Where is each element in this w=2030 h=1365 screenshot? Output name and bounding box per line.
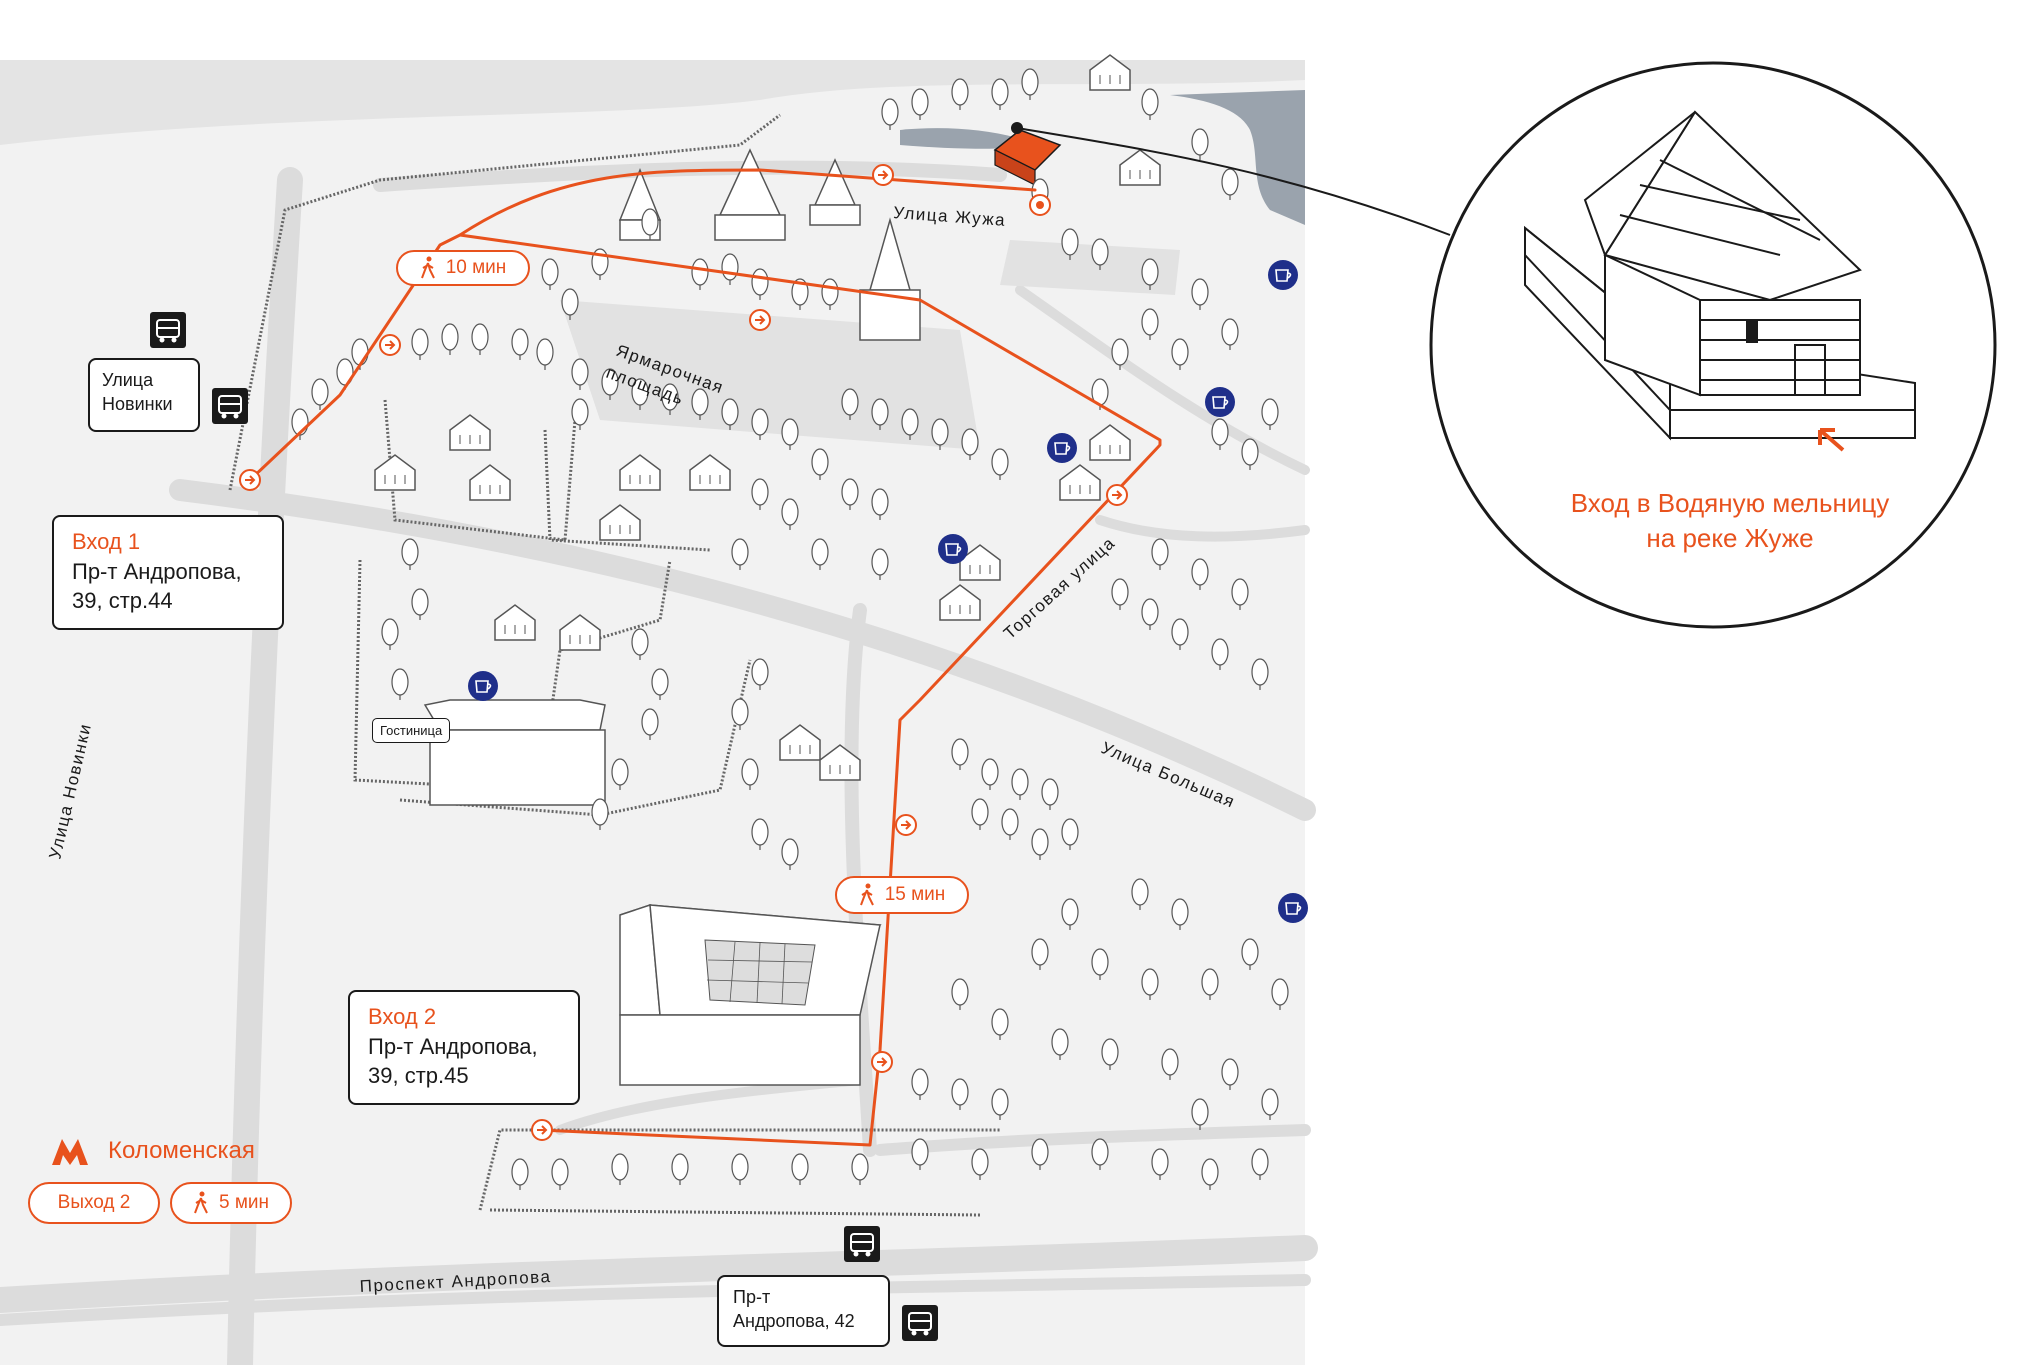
cafe-icon xyxy=(937,533,969,565)
bus-stop-andropova-line1: Пр-т xyxy=(733,1287,771,1307)
bus-icon xyxy=(843,1225,881,1263)
bus-icon xyxy=(901,1304,939,1342)
entrance-2-address-line2: 39, стр.45 xyxy=(368,1063,469,1089)
buildings xyxy=(374,54,1161,1086)
entrance-1-title: Вход 1 xyxy=(72,529,141,554)
cafe-icon xyxy=(1204,386,1236,418)
cafe-icon xyxy=(1277,892,1309,924)
zoom-caption: Вход в Водяную мельницу на реке Жуже xyxy=(1520,486,1940,556)
bus-stop-novinki-line1: Улица xyxy=(102,370,154,390)
zoom-arrow-icon xyxy=(1818,428,1845,452)
zoom-connector xyxy=(1016,127,1451,236)
bus-stop-andropova-line2: Андропова, 42 xyxy=(733,1311,855,1332)
zoom-caption-line2: на реке Жуже xyxy=(1646,523,1814,554)
walk-time-5: 5 мин xyxy=(218,1192,269,1213)
entrance-2-callout[interactable]: Вход 2 Пр-т Андропова, 39, стр.45 xyxy=(348,990,580,1105)
river-zhuzha xyxy=(1170,90,1305,225)
route-arrow-icon xyxy=(239,469,261,491)
bus-icon xyxy=(149,311,187,349)
route-arrow-icon xyxy=(871,1051,893,1073)
metro-icon xyxy=(52,1139,88,1165)
metro-station-name: Коломенская xyxy=(108,1137,255,1164)
entrance-1-callout[interactable]: Вход 1 Пр-т Андропова, 39, стр.44 xyxy=(52,515,284,630)
top-strip xyxy=(0,60,1305,145)
entrance-2-address-line1: Пр-т Андропова, xyxy=(368,1033,538,1059)
walk-time-10-pill: 10 мин xyxy=(396,250,530,286)
bus-stop-andropova-callout[interactable]: Пр-т Андропова, 42 xyxy=(717,1275,890,1347)
route-arrow-icon xyxy=(872,164,894,186)
walk-icon xyxy=(420,256,435,279)
zoom-caption-line1: Вход в Водяную мельницу xyxy=(1570,488,1890,518)
route-arrow-icon xyxy=(531,1119,553,1141)
hotel-label[interactable]: Гостиница xyxy=(372,718,451,743)
route-arrow-icon xyxy=(895,814,917,836)
bus-icon xyxy=(211,387,249,425)
route-arrow-icon xyxy=(379,334,401,356)
cafe-icon xyxy=(1046,432,1078,464)
route-arrow-icon xyxy=(749,309,771,331)
entrance-1-address-line1: Пр-т Андропова, xyxy=(72,558,242,584)
walk-time-15-pill: 15 мин xyxy=(835,876,969,914)
walk-time-15: 15 мин xyxy=(884,884,946,905)
walk-icon xyxy=(194,1191,208,1214)
road-prospekt xyxy=(0,1235,1318,1313)
bus-stop-novinki-line2: Новинки xyxy=(102,394,173,415)
mill-icon xyxy=(1524,110,1916,441)
bus-stop-novinki-callout[interactable]: Улица Новинки xyxy=(88,358,200,432)
road-novinki xyxy=(227,167,303,1365)
cafe-icon xyxy=(1267,259,1299,291)
walk-time-10: 10 мин xyxy=(445,257,507,278)
entrance-2-title: Вход 2 xyxy=(368,1004,437,1029)
metro-exit-pill[interactable]: Выход 2 xyxy=(28,1182,160,1224)
walk-time-5-pill: 5 мин xyxy=(170,1182,292,1224)
entrance-1-address-line2: 39, стр.44 xyxy=(72,588,173,614)
cafe-icon xyxy=(467,670,499,702)
road-bolshaya xyxy=(169,479,1316,821)
metro-exit-label: Выход 2 xyxy=(57,1192,131,1213)
walk-icon xyxy=(859,883,874,906)
route-arrow-icon xyxy=(1106,484,1128,506)
